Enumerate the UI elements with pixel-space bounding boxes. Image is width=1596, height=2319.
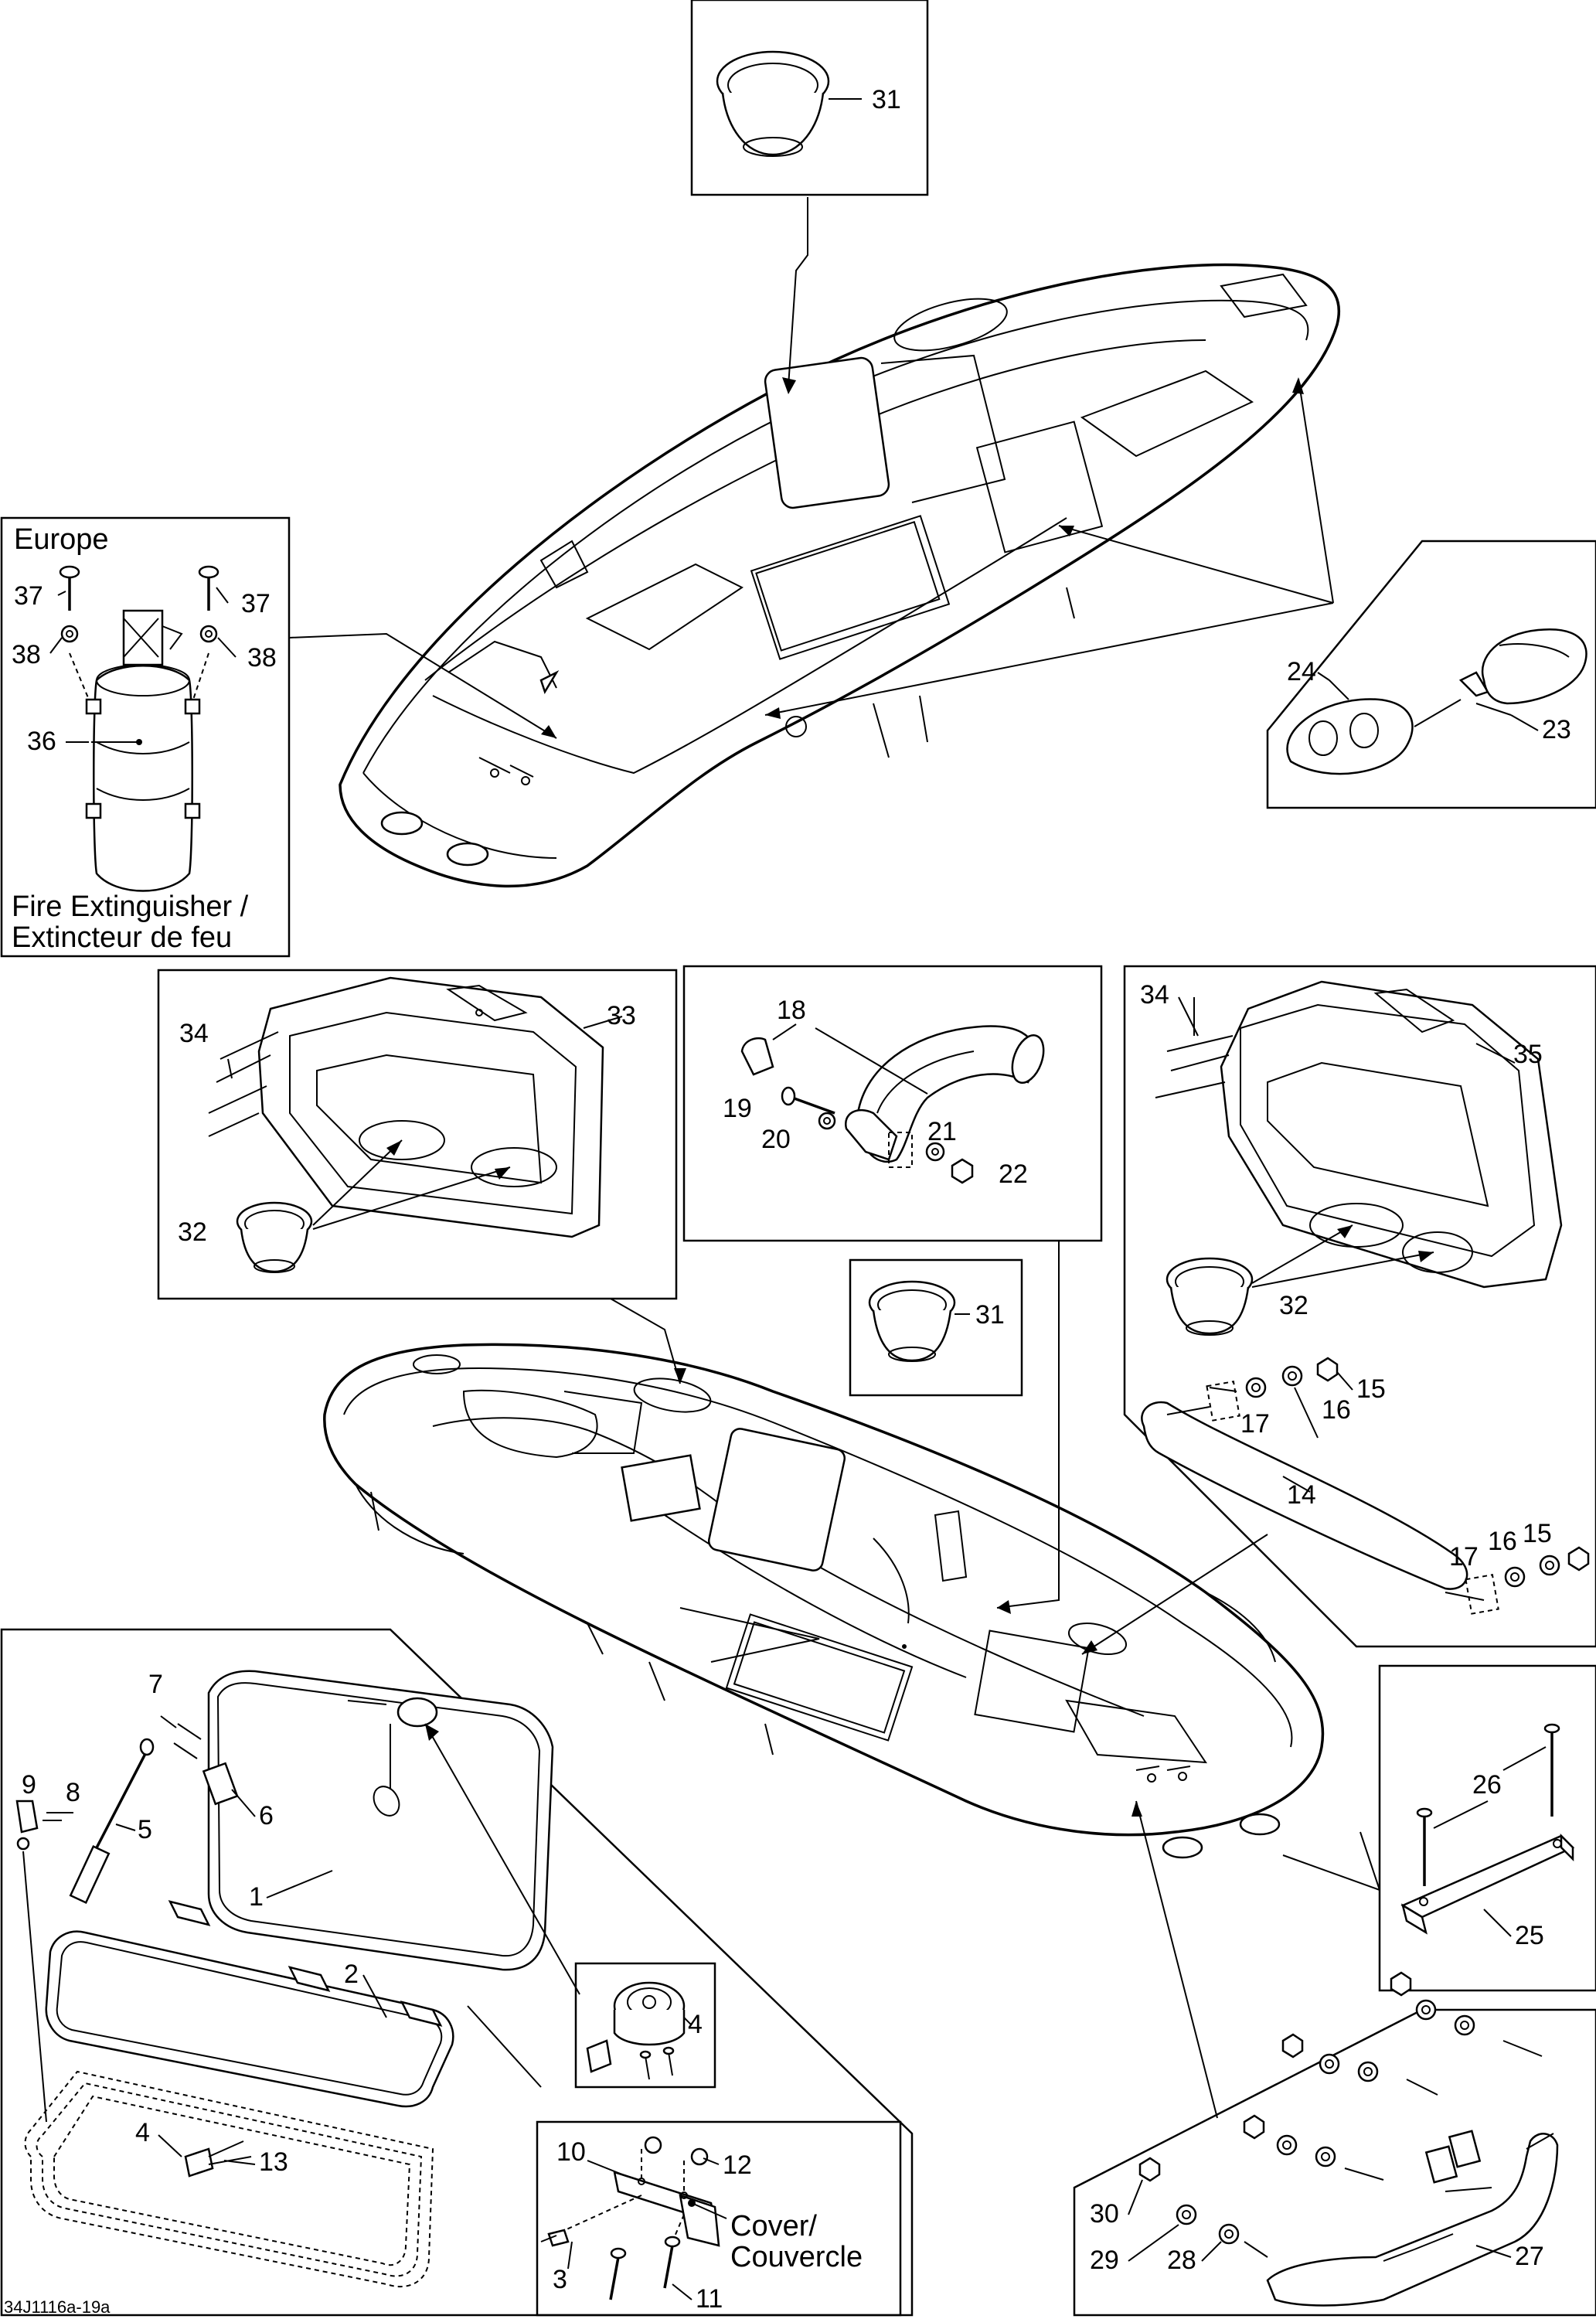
callout-34-right: 34 — [1140, 980, 1169, 1010]
screw-37-right — [198, 565, 219, 611]
plate-25 — [1400, 1723, 1575, 1935]
europe-caption-line2: Extincteur de feu — [12, 921, 232, 954]
callout-5: 5 — [138, 1815, 152, 1844]
hatch-assembly — [15, 1670, 580, 2288]
callout-10: 10 — [556, 2137, 586, 2167]
callout-32-left: 32 — [178, 1217, 207, 1247]
cupholder-unit-35 — [1155, 980, 1563, 1336]
leaders-top — [288, 197, 1334, 739]
cup-holder-31-top — [716, 50, 862, 157]
callout-1: 1 — [249, 1882, 264, 1912]
callout-labels: 31 37 37 38 38 36 24 23 34 33 32 18 19 2… — [12, 85, 1571, 2314]
callout-13: 13 — [259, 2147, 288, 2177]
callout-37-left: 37 — [14, 581, 43, 611]
diagram-reference: 34J1116a-19a — [4, 2297, 111, 2317]
cup-holder-31-mid — [868, 1280, 970, 1362]
callout-14: 14 — [1287, 1480, 1316, 1510]
callout-25: 25 — [1515, 1921, 1544, 1950]
inset-box-cupholder-left — [157, 969, 678, 1300]
latch-assembly-4 — [586, 1981, 686, 2080]
callout-32-right: 32 — [1279, 1291, 1308, 1320]
callout-28: 28 — [1167, 2246, 1196, 2275]
inset-box-plate — [1378, 1664, 1596, 1992]
callout-7: 7 — [148, 1670, 163, 1699]
handle-assembly — [740, 1023, 1045, 1184]
screw-37-left — [59, 565, 80, 611]
callout-23: 23 — [1542, 715, 1571, 744]
callout-38-left: 38 — [12, 640, 41, 669]
callout-17-upper: 17 — [1240, 1409, 1270, 1439]
callout-34-left: 34 — [179, 1019, 209, 1048]
fire-extinguisher-assembly — [59, 565, 219, 892]
cover-label-line2: Couvercle — [730, 2241, 863, 2273]
callout-4-upper: 4 — [688, 2010, 703, 2039]
cover-latch-assembly — [540, 2136, 727, 2300]
callout-6: 6 — [259, 1801, 274, 1830]
inset-box-cover — [536, 2120, 902, 2317]
grab-bar-27 — [1138, 1971, 1559, 2307]
inset-box-light — [1266, 540, 1596, 809]
callout-31-top: 31 — [872, 85, 901, 114]
leaders-bottom — [610, 1241, 1380, 2119]
callout-19: 19 — [723, 1094, 752, 1123]
callout-38-right: 38 — [247, 643, 277, 673]
callout-27: 27 — [1515, 2242, 1544, 2271]
inset-box-cupholder-mid — [849, 1258, 1023, 1397]
callout-22: 22 — [999, 1160, 1028, 1189]
grab-bar-14 — [1141, 1357, 1590, 1615]
inset-box-cupholder-right — [1123, 965, 1596, 1648]
callout-30: 30 — [1090, 2199, 1119, 2229]
inset-box-grab-bar — [1073, 2008, 1596, 2317]
callout-3: 3 — [553, 2265, 567, 2294]
cupholder-unit-33 — [208, 976, 623, 1273]
hull-bottom — [323, 1343, 1325, 1859]
callout-4-lower: 4 — [135, 2118, 150, 2147]
europe-title: Europe — [14, 523, 109, 556]
callout-16-upper: 16 — [1322, 1395, 1351, 1425]
inset-box-hatch — [0, 1628, 914, 2317]
callout-15-upper: 15 — [1356, 1374, 1386, 1404]
callout-36: 36 — [27, 727, 56, 756]
inset-box-europe — [0, 516, 291, 958]
callout-29: 29 — [1090, 2246, 1119, 2275]
light-assembly — [1286, 628, 1587, 775]
callout-26: 26 — [1472, 1770, 1502, 1800]
inset-box-cupholder-top — [690, 0, 929, 196]
callout-20: 20 — [761, 1125, 791, 1154]
callout-8: 8 — [66, 1778, 80, 1807]
callout-33: 33 — [607, 1001, 636, 1030]
cover-label-line1: Cover/ — [730, 2210, 817, 2242]
callout-17-lower: 17 — [1449, 1542, 1479, 1572]
callout-31-mid: 31 — [975, 1300, 1005, 1330]
callout-11: 11 — [696, 2284, 723, 2314]
callout-35: 35 — [1513, 1040, 1543, 1069]
callout-9: 9 — [22, 1770, 36, 1800]
inset-box-latch — [574, 1962, 716, 2089]
callout-15-lower: 15 — [1523, 1519, 1552, 1548]
callout-2: 2 — [344, 1960, 359, 1989]
callout-16-lower: 16 — [1488, 1527, 1517, 1556]
callout-12: 12 — [723, 2150, 752, 2180]
callout-18: 18 — [777, 996, 806, 1025]
callout-37-right: 37 — [241, 589, 271, 618]
hull-top — [339, 263, 1341, 888]
callout-24: 24 — [1287, 657, 1316, 686]
inset-box-handle — [682, 965, 1103, 1242]
europe-caption-line1: Fire Extinguisher / — [12, 890, 249, 923]
callout-21: 21 — [927, 1117, 957, 1146]
